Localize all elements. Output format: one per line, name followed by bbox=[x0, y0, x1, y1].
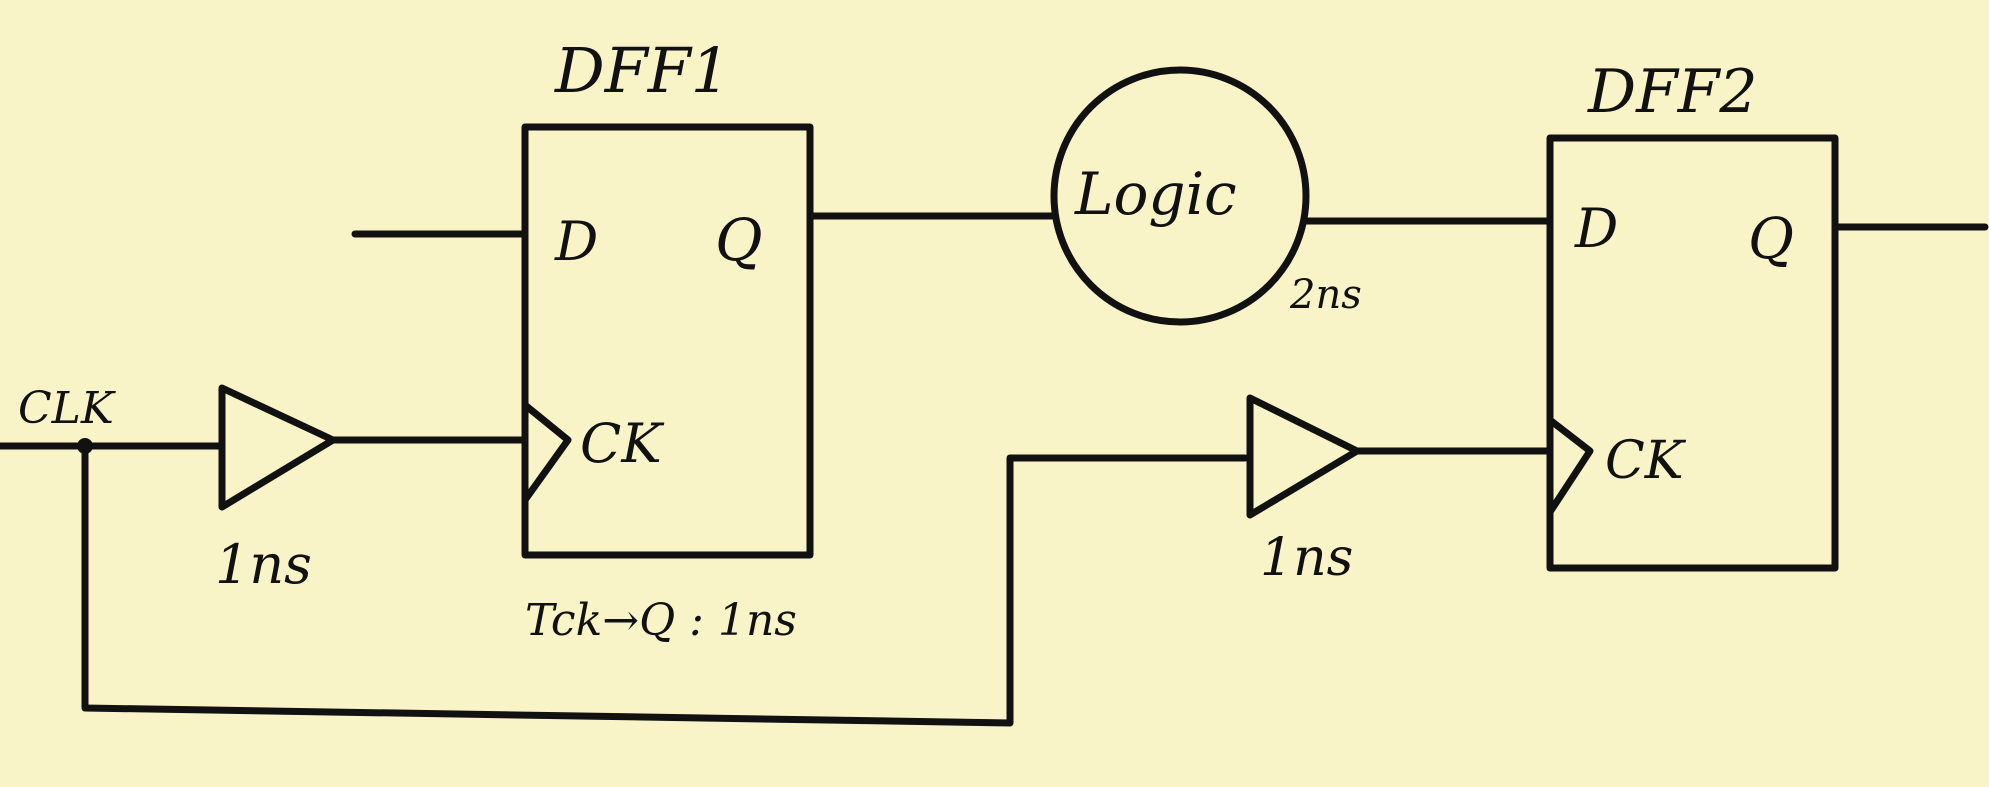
dff2-d-label: D bbox=[1574, 197, 1618, 260]
dff1-name: DFF1 bbox=[554, 34, 730, 107]
logic-label: Logic bbox=[1074, 160, 1237, 228]
clock-buffer-2 bbox=[1246, 394, 1361, 519]
dff2-box bbox=[1546, 134, 1839, 572]
clock-buffer-1 bbox=[218, 384, 337, 511]
logic-delay-label: 2ns bbox=[1289, 272, 1362, 318]
dff2-clock-notch bbox=[1546, 416, 1594, 516]
dff2-ck-label: CK bbox=[1605, 431, 1687, 491]
dff1-ck-label: CK bbox=[580, 412, 664, 475]
dff2-q-label: Q bbox=[1748, 207, 1794, 272]
dff2-name: DFF2 bbox=[1587, 57, 1758, 127]
dff1-d-label: D bbox=[554, 210, 598, 273]
dff1-timing-label: Tck→Q : 1ns bbox=[525, 595, 797, 646]
dff1-clock-notch bbox=[521, 401, 572, 504]
clk-skew-path-wire bbox=[81, 442, 1249, 727]
buffer1-delay-label: 1ns bbox=[215, 533, 312, 596]
logic-circle bbox=[1050, 66, 1310, 326]
clk-junction-dot bbox=[77, 438, 93, 454]
dff1-box bbox=[521, 123, 814, 559]
dff1-q-label: Q bbox=[715, 206, 763, 274]
clk-label: CLK bbox=[18, 383, 116, 434]
buffer2-delay-label: 1ns bbox=[1260, 528, 1353, 588]
